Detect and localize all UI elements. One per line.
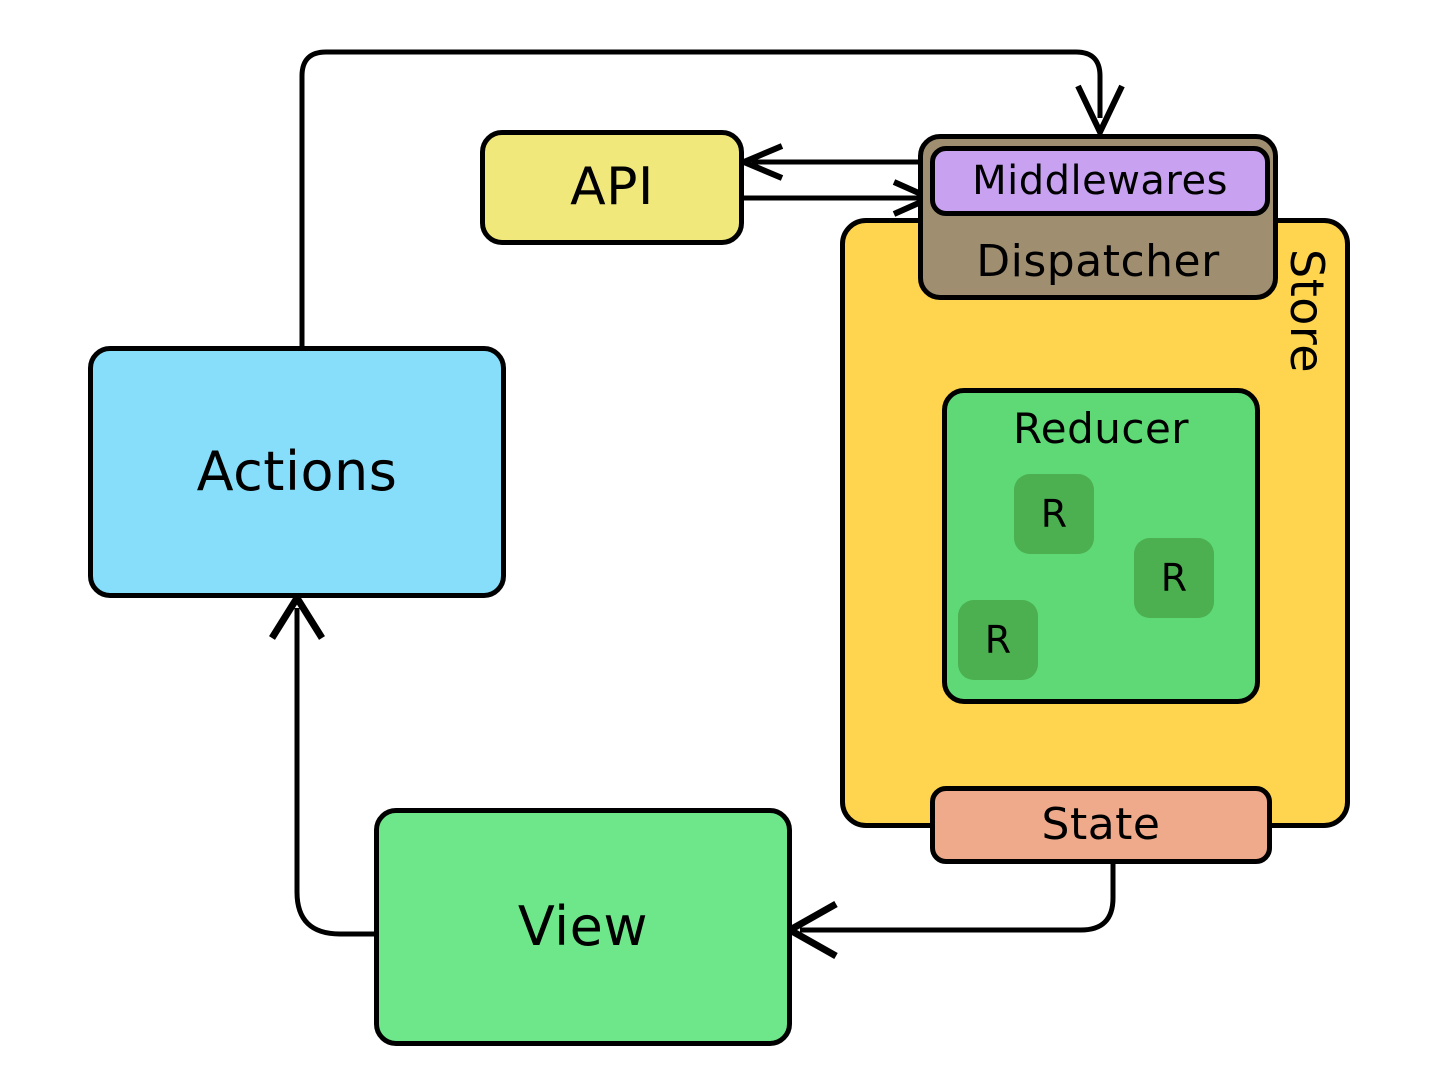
- edge-middlewares-to-api-arrowhead: [736, 143, 784, 181]
- edge-state-to-view: [800, 864, 1116, 933]
- node-middlewares[interactable]: Middlewares: [930, 146, 1270, 216]
- node-actions[interactable]: Actions: [88, 346, 506, 598]
- node-reducer-sub-2[interactable]: R: [1134, 538, 1214, 618]
- node-actions-label: Actions: [196, 439, 398, 503]
- node-reducer-label: Reducer: [1012, 404, 1190, 453]
- edge-view-to-actions: [294, 608, 374, 937]
- node-api-label: API: [570, 157, 654, 218]
- node-view[interactable]: View: [374, 808, 792, 1046]
- node-view-label: View: [517, 894, 649, 958]
- node-store-label: Store: [1280, 249, 1334, 374]
- node-state-label: State: [1041, 798, 1161, 850]
- node-reducer-sub-2-label: R: [1160, 556, 1188, 600]
- node-middlewares-label: Middlewares: [972, 158, 1228, 204]
- node-reducer-sub-1-label: R: [1040, 492, 1068, 536]
- edge-view-to-actions-arrowhead: [269, 591, 325, 640]
- node-reducer-sub-1[interactable]: R: [1014, 474, 1094, 554]
- node-api[interactable]: API: [480, 130, 744, 245]
- node-dispatcher-label: Dispatcher: [976, 235, 1220, 287]
- edge-actions-to-dispatcher: [299, 49, 1103, 346]
- edge-actions-to-dispatcher-arrowhead: [1075, 84, 1125, 139]
- node-state[interactable]: State: [930, 786, 1272, 864]
- node-reducer-sub-3-label: R: [984, 618, 1012, 662]
- node-reducer-sub-3[interactable]: R: [958, 600, 1038, 680]
